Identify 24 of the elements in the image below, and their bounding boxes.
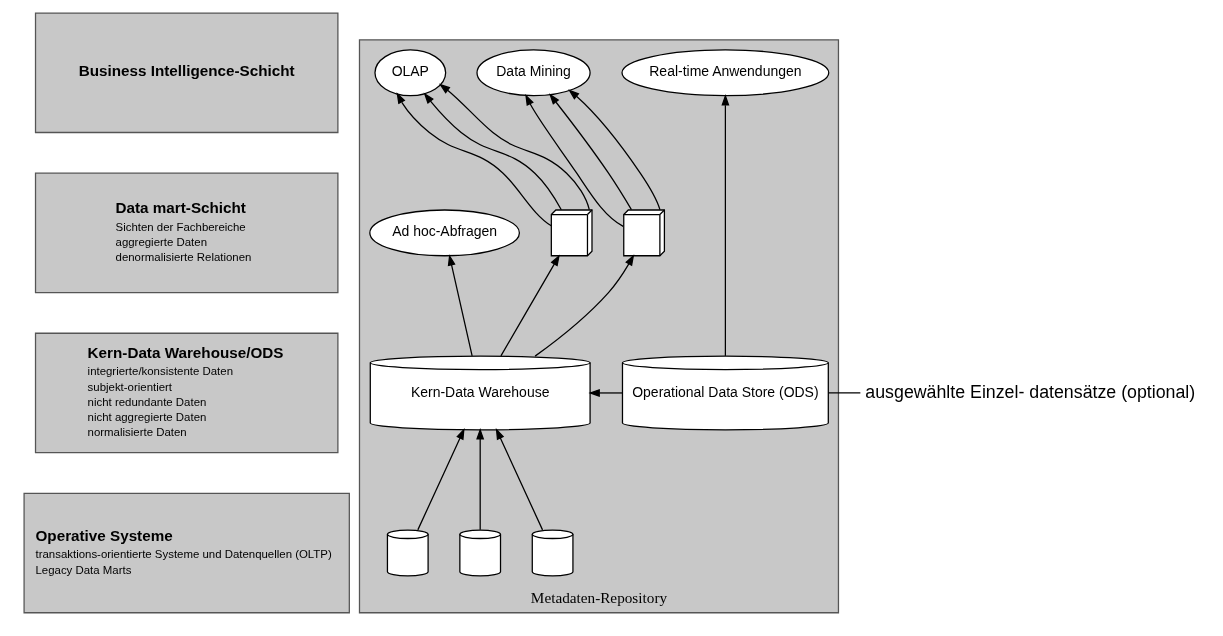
arrow [396, 92, 552, 227]
node-box: Operative Systeme transaktions-orientierte Systeme und Datenquellen (OLTP) Legacy Data Marts [22, 492, 350, 614]
arrow [438, 83, 590, 211]
node-ellipse: Data Mining [475, 49, 591, 97]
arrow [567, 89, 661, 211]
node-text: ausgewählte Einzel- datensätze (optional) [864, 381, 1195, 402]
node-box: Data mart-Schicht Sichten der Fachbereiche aggregierte Daten denormalisierte Relationen [34, 172, 339, 294]
connector [827, 392, 861, 394]
arrow [447, 254, 473, 357]
arrow [524, 93, 624, 227]
arrow [495, 428, 543, 531]
node-ellipse: Real-time Anwendungen [620, 49, 829, 97]
arrow [533, 254, 634, 357]
arrow [548, 93, 632, 211]
node-ellipse: Ad hoc-Abfragen [368, 209, 520, 257]
node-box: Business Intelligence-Schicht [34, 12, 339, 134]
arrow [423, 92, 562, 211]
arrow [499, 254, 560, 357]
arrow [720, 94, 729, 357]
node-box: Kern-Data Warehouse/ODS integrierte/konsistente Daten subjekt-orientiert nicht redundante Daten nicht aggregierte Daten normalisierte Daten [34, 332, 339, 454]
arrow [416, 428, 465, 531]
arrow [587, 388, 623, 397]
node-ellipse: OLAP [373, 49, 446, 97]
arrow [475, 427, 484, 531]
